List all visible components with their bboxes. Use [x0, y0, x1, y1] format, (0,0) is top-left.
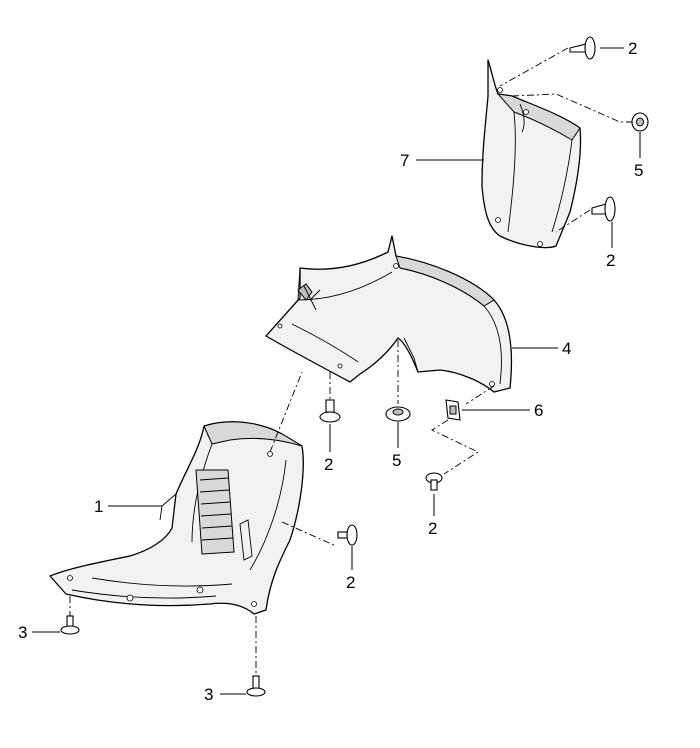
screw-icon	[60, 615, 80, 635]
callout-4: 4	[562, 339, 571, 358]
callout-3-left: 3	[18, 623, 27, 642]
callout-2-mid: 2	[324, 455, 333, 474]
callout-5-top: 5	[634, 161, 643, 180]
screw-icon	[337, 524, 358, 546]
callout-2-center-low: 2	[428, 519, 437, 538]
screw-icon	[425, 472, 443, 491]
screw-icon	[591, 196, 616, 222]
part-4-wheel-arch-liner	[265, 235, 513, 393]
callout-1: 1	[94, 497, 103, 516]
callout-2-lower: 2	[346, 573, 355, 592]
grommet-icon	[385, 406, 411, 422]
part-1-front-liner	[49, 421, 304, 615]
callout-3-bottom: 3	[204, 685, 213, 704]
nut-icon	[631, 112, 649, 132]
callout-7: 7	[400, 151, 409, 170]
clip-icon	[319, 399, 341, 423]
screw-icon	[246, 675, 266, 697]
callout-2-top: 2	[628, 39, 637, 58]
callout-5-mid: 5	[392, 451, 401, 470]
screw-icon	[569, 36, 596, 60]
clip-nut-icon	[445, 399, 461, 421]
part-7-liner-panel	[481, 59, 582, 249]
callout-2-right-upper: 2	[606, 251, 615, 270]
callout-6: 6	[534, 401, 543, 420]
